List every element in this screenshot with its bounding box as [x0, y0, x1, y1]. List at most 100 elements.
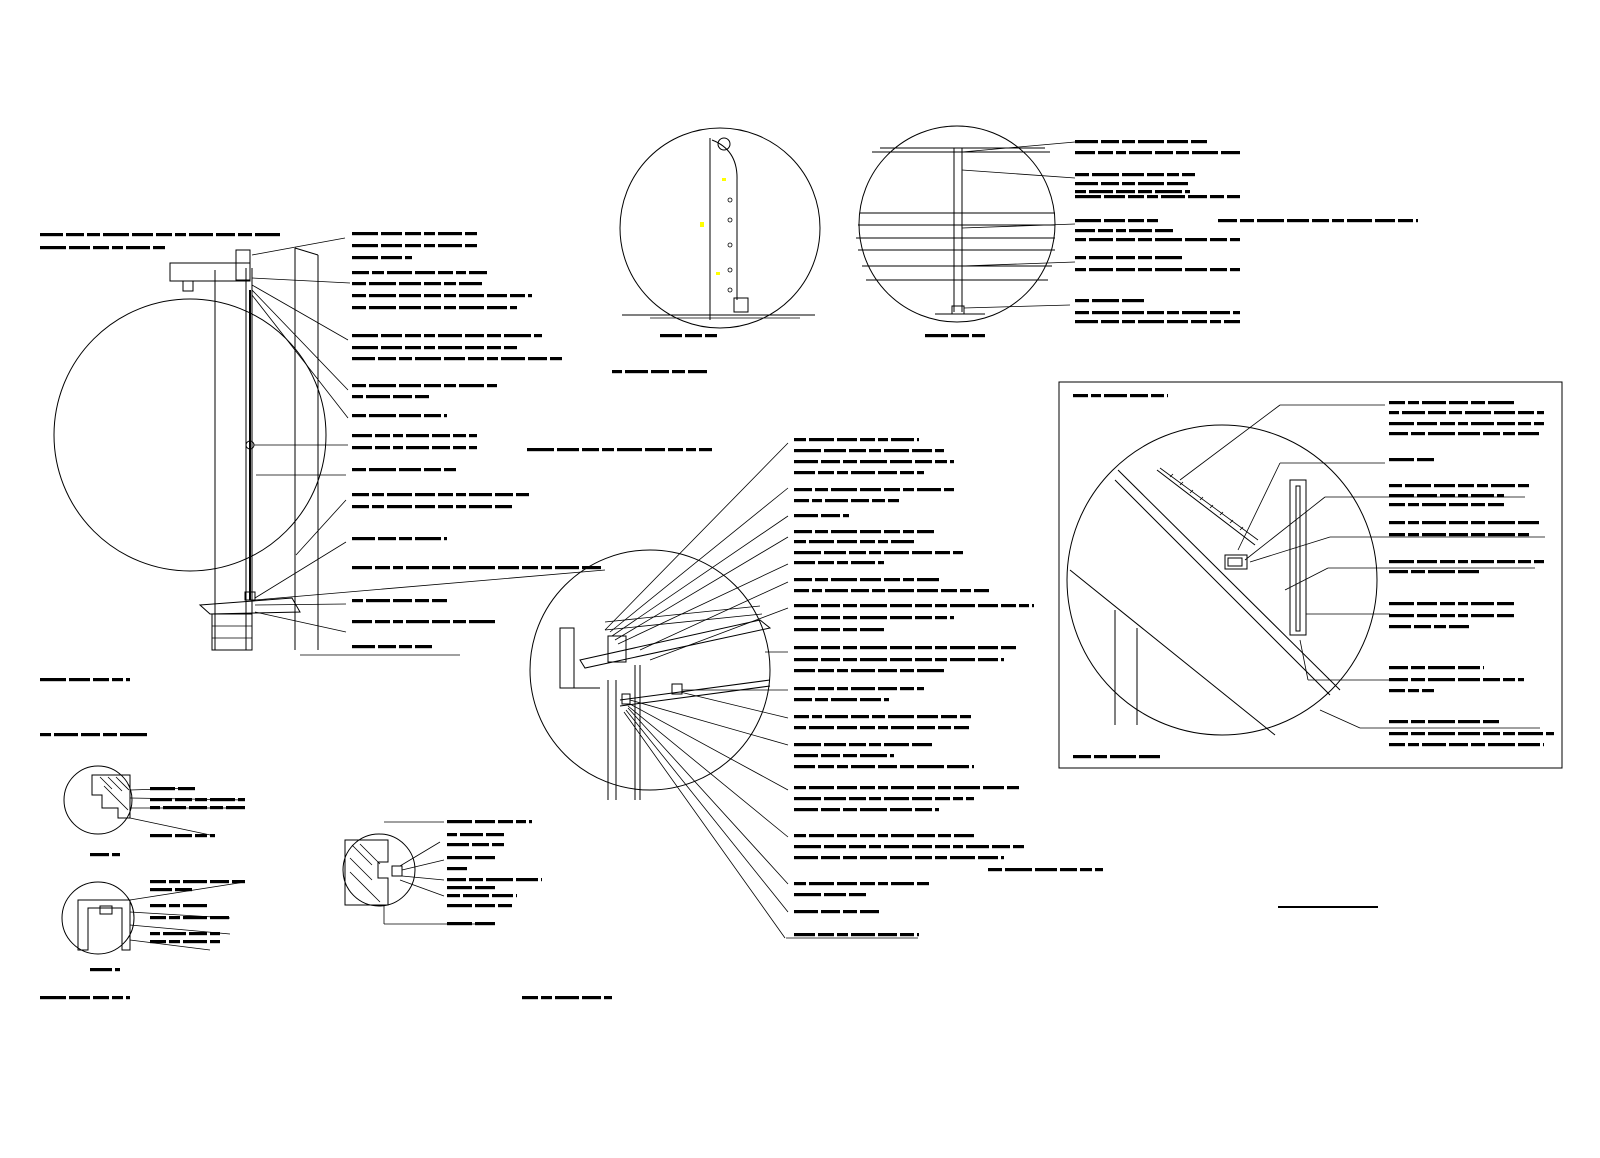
annotation-text — [821, 856, 840, 860]
annotation-text — [872, 589, 885, 593]
annotation-text — [988, 868, 1002, 872]
annotation-text — [528, 357, 547, 361]
annotation-text — [912, 551, 932, 555]
annotation-text — [1005, 868, 1032, 872]
annotation-text — [1188, 195, 1207, 199]
annotation-text — [1389, 732, 1408, 736]
annotation-text — [1122, 140, 1135, 144]
annotation-text — [699, 448, 712, 452]
annotation-text — [1389, 458, 1414, 462]
annotation-text — [369, 414, 396, 418]
annotation-text — [794, 561, 815, 565]
annotation-text — [444, 414, 447, 418]
annotation-text — [824, 845, 846, 849]
annotation-text — [424, 244, 435, 248]
annotation-text — [978, 646, 998, 650]
annotation-text — [891, 786, 914, 790]
annotation-text — [87, 233, 100, 237]
annotation-text — [1347, 219, 1372, 223]
annotation-text — [189, 932, 207, 936]
annotation-text — [1428, 678, 1455, 682]
annotation-text — [837, 726, 857, 730]
annotation-text — [444, 537, 447, 541]
annotation-text — [1471, 521, 1485, 525]
annotation-text — [1440, 614, 1455, 618]
annotation-text — [405, 256, 412, 260]
annotation-text — [475, 820, 495, 824]
annotation-text — [851, 933, 875, 937]
annotation-text — [375, 434, 390, 438]
annotation-text — [849, 845, 866, 849]
annotation-text — [941, 715, 957, 719]
annotation-text — [1089, 268, 1113, 272]
annotation-text — [1001, 658, 1004, 662]
annotation-text — [352, 645, 375, 649]
annotation-text — [469, 271, 487, 275]
annotation-text — [824, 893, 846, 897]
annotation-text — [1434, 625, 1446, 629]
annotation-text — [818, 561, 834, 565]
annotation-text — [1534, 560, 1544, 564]
annotation-text — [812, 589, 822, 593]
annotation-text — [40, 733, 51, 737]
annotation-text — [837, 471, 848, 475]
annotation-text — [1458, 720, 1480, 724]
annotation-text — [1075, 219, 1101, 223]
annotation-blocks — [40, 140, 1554, 1000]
annotation-text — [352, 384, 366, 388]
annotation-text — [917, 488, 941, 492]
annotation-text — [837, 882, 857, 886]
annotation-text — [1116, 268, 1135, 272]
annotation-text — [794, 698, 812, 702]
annotation-text — [794, 530, 812, 534]
annotation-text — [352, 599, 363, 603]
annotation-text — [1185, 238, 1207, 242]
annotation-text — [475, 904, 495, 908]
annotation-text — [1458, 422, 1468, 426]
annotation-text — [399, 306, 421, 310]
annotation-text — [890, 616, 912, 620]
annotation-text — [794, 856, 818, 860]
annotation-text — [860, 834, 875, 838]
annotation-text — [406, 620, 429, 624]
annotation-text — [831, 698, 857, 702]
annotation-text — [1440, 494, 1455, 498]
annotation-text — [1398, 219, 1413, 223]
annotation-text — [1128, 195, 1144, 199]
annotation-text — [1417, 494, 1437, 498]
annotation-text — [1155, 151, 1173, 155]
annotation-text — [1075, 182, 1098, 186]
annotation-text — [1537, 411, 1544, 415]
annotation-text — [550, 357, 562, 361]
annotation-text — [405, 346, 421, 350]
annotation-text — [1518, 521, 1539, 525]
annotation-text — [891, 834, 914, 838]
annotation-text — [809, 882, 834, 886]
annotation-text — [516, 894, 517, 898]
annotation-text — [935, 658, 947, 662]
annotation-text — [238, 233, 252, 237]
annotation-text — [387, 493, 412, 497]
annotation-text — [860, 488, 881, 492]
annotation-text — [837, 933, 848, 937]
annotation-text — [849, 893, 866, 897]
annotation-text — [1122, 299, 1144, 303]
annotation-text — [884, 551, 909, 555]
annotation-text — [837, 834, 857, 838]
annotation-text — [459, 294, 484, 298]
annotation-text — [424, 334, 435, 338]
annotation-text — [183, 940, 207, 944]
annotation-text — [851, 687, 875, 691]
annotation-text — [884, 797, 909, 801]
annotation-text — [1073, 755, 1091, 759]
annotation-text — [878, 765, 897, 769]
annotation-text — [860, 578, 881, 582]
annotation-text — [824, 449, 846, 453]
detail-circle-profile-2 — [61, 881, 135, 955]
annotation-text — [1075, 151, 1095, 155]
annotation-text — [878, 471, 897, 475]
annotation-text — [794, 471, 815, 475]
annotation-text — [1075, 311, 1089, 315]
annotation-text — [381, 232, 402, 236]
annotation-text — [818, 471, 834, 475]
